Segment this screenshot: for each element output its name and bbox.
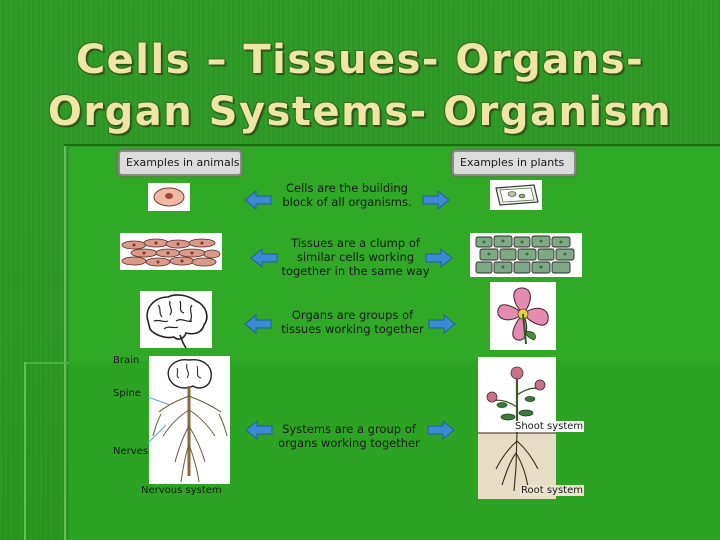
brain-image [140, 291, 212, 348]
divider-left-outer [24, 362, 26, 540]
nervous-system-image [149, 356, 230, 484]
left-arrow-icon [250, 247, 278, 269]
label-pointer-lines [147, 396, 171, 444]
title-line-1: Cells – Tissues- Organs- [75, 37, 645, 83]
tab-plants: Examples in plants [452, 150, 576, 176]
label-spine: Spine [113, 388, 141, 399]
right-arrow-icon [425, 247, 453, 269]
left-arrow-icon [244, 189, 272, 211]
left-arrow-icon [244, 313, 272, 335]
flower-image [490, 282, 556, 350]
animal-tissue-image [120, 233, 222, 270]
systems-caption: Systems are a group of organs working to… [278, 422, 420, 450]
organs-caption: Organs are groups of tissues working tog… [281, 308, 424, 336]
label-nervous-system: Nervous system [141, 485, 222, 496]
tab-animals: Examples in animals [118, 150, 242, 176]
page-title: Cells – Tissues- Organs- Organ Systems- … [0, 34, 720, 138]
label-brain: Brain [113, 355, 140, 366]
right-arrow-icon [428, 313, 456, 335]
divider-left-inner [64, 146, 66, 540]
label-nerves: Nerves [113, 446, 149, 457]
label-root-system: Root system [520, 485, 584, 496]
left-arrow-icon [245, 419, 273, 441]
right-arrow-icon [427, 419, 455, 441]
title-line-2: Organ Systems- Organism [47, 89, 673, 135]
label-shoot-system: Shoot system [514, 421, 585, 432]
tissues-caption: Tissues are a clump of similar cells wor… [281, 236, 430, 278]
plant-tissue-image [470, 233, 582, 277]
divider-top [64, 144, 720, 146]
plant-cell-image [490, 180, 542, 210]
right-arrow-icon [422, 189, 450, 211]
animal-cell-image [148, 183, 190, 211]
cells-caption: Cells are the building block of all orga… [282, 181, 412, 209]
